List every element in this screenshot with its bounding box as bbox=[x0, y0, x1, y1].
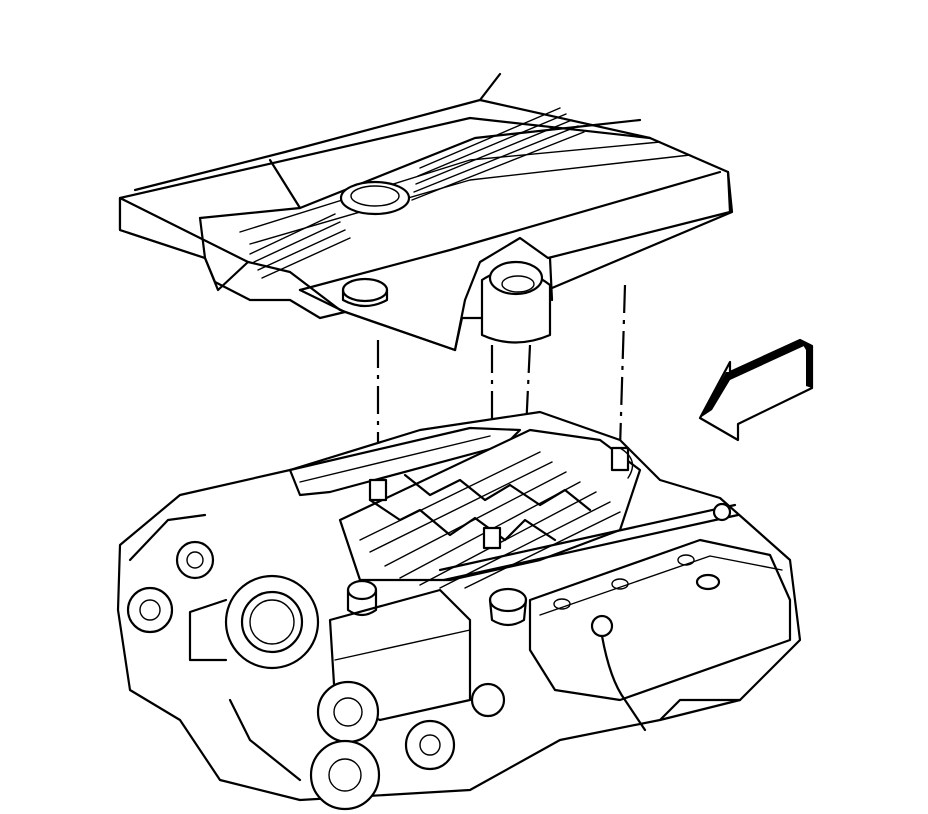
direction-arrow bbox=[698, 338, 814, 442]
engine-cover bbox=[118, 72, 734, 352]
engine-assembly bbox=[116, 410, 802, 811]
